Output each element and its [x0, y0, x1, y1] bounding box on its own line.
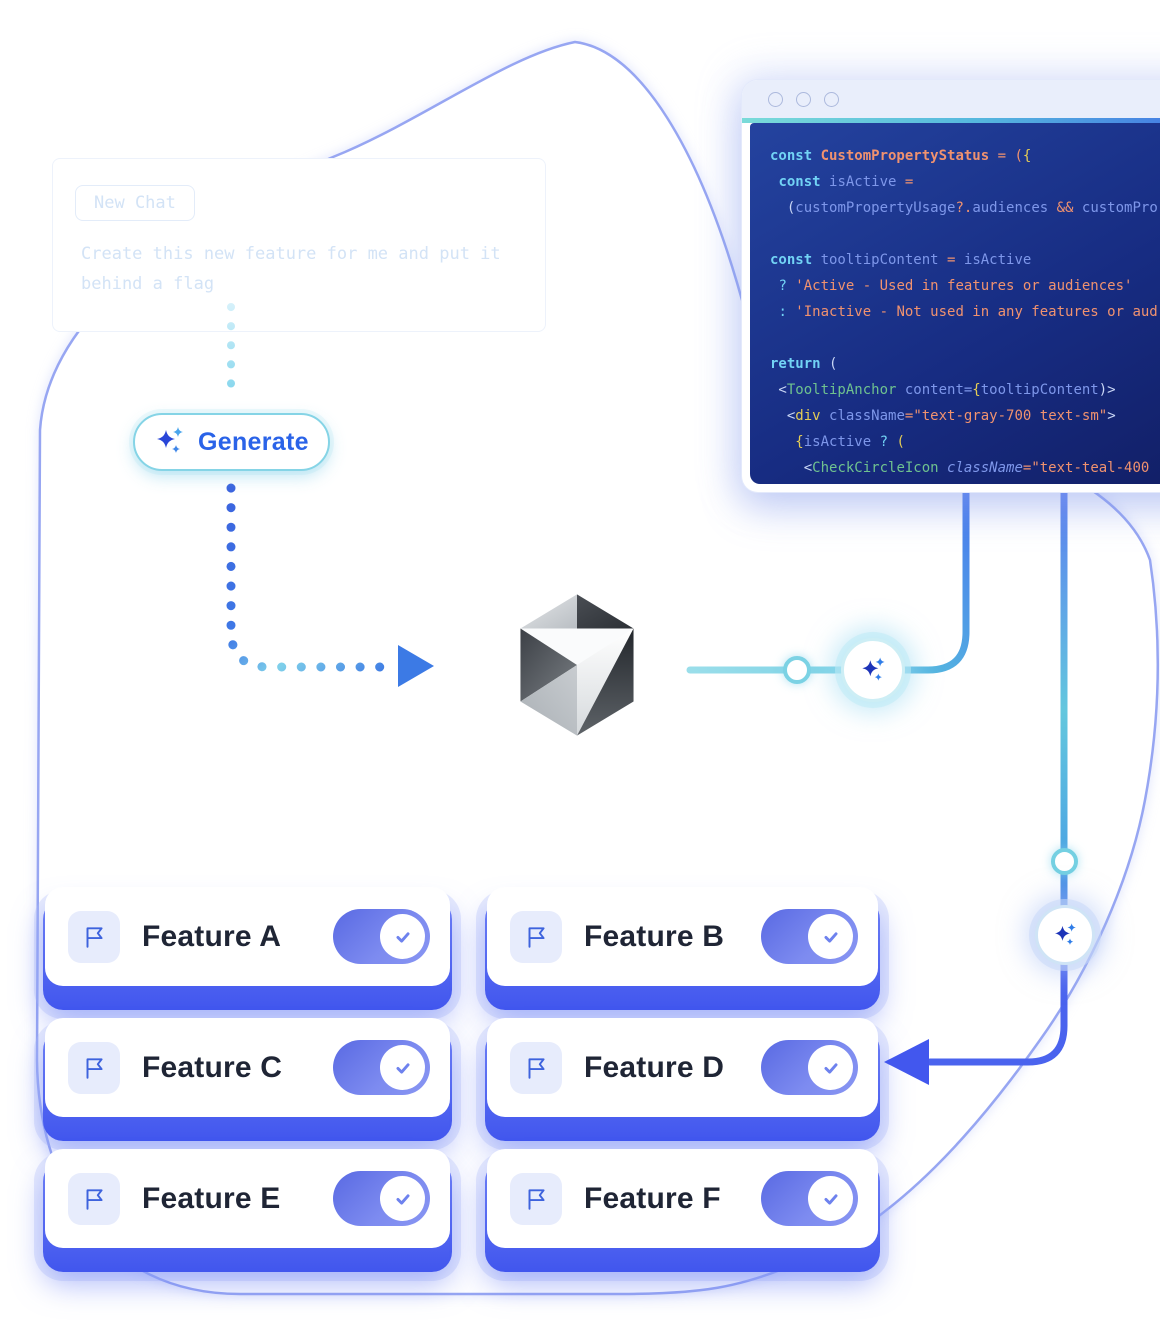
chat-prompt-line-2: behind a flag	[81, 274, 215, 294]
flag-icon	[528, 1188, 545, 1210]
window-accent-strip	[742, 118, 1160, 123]
code-line: const tooltipContent = isActive	[770, 252, 1032, 268]
arrow-to-cube	[398, 645, 434, 687]
code-line: const isActive =	[778, 174, 914, 190]
feature-card[interactable]: Feature F	[485, 1149, 880, 1272]
feature-toggle[interactable]	[333, 1040, 430, 1095]
feature-label: Feature E	[142, 1181, 281, 1215]
check-icon	[395, 931, 410, 943]
feature-toggle[interactable]	[761, 1040, 858, 1095]
code-line: : 'Inactive - Not used in any features o…	[778, 304, 1158, 320]
flag-icon-tile	[68, 910, 120, 963]
feature-toggle[interactable]	[761, 1171, 858, 1226]
toggle-knob	[808, 914, 853, 959]
feature-label: Feature B	[584, 919, 725, 953]
toggle-knob	[808, 1045, 853, 1090]
feature-toggle[interactable]	[333, 1171, 430, 1226]
check-icon	[823, 931, 838, 943]
generate-label: Generate	[198, 427, 309, 456]
flag-icon	[528, 926, 545, 948]
chat-panel: New Chat Create this new feature for me …	[52, 158, 546, 332]
flag-icon-tile	[68, 1041, 120, 1094]
flag-icon	[528, 1057, 545, 1079]
chat-prompt-line-1: Create this new feature for me and put i…	[81, 244, 501, 264]
feature-label: Feature D	[584, 1050, 725, 1084]
sparkles-icon	[862, 657, 885, 681]
feature-card[interactable]: Feature B	[485, 887, 880, 1010]
toggle-knob	[380, 1045, 425, 1090]
code-line: <div className="text-gray-700 text-sm">	[770, 408, 1116, 424]
connector-node	[1051, 848, 1078, 875]
code-line: <CheckCircleIcon className="text-teal-40…	[770, 460, 1150, 476]
feature-label: Feature C	[142, 1050, 283, 1084]
toggle-knob	[808, 1176, 853, 1221]
toggle-knob	[380, 914, 425, 959]
faceted-cube-logo	[520, 594, 634, 736]
check-icon	[395, 1062, 410, 1074]
code-line: <TooltipAnchor content={tooltipContent)>	[770, 382, 1116, 398]
feature-label: Feature A	[142, 919, 282, 953]
connector-node	[783, 656, 811, 684]
sparkles-icon	[157, 427, 183, 453]
check-icon	[395, 1193, 410, 1205]
code-editor-window: const CustomPropertyStatus = ({ const is…	[742, 80, 1160, 492]
code-line: const CustomPropertyStatus = ({	[770, 148, 1032, 164]
feature-card[interactable]: Feature A	[43, 887, 452, 1010]
feature-grid: Feature A Feature B	[43, 887, 880, 1272]
feature-card[interactable]: Feature D	[485, 1018, 880, 1141]
flag-icon-tile	[510, 1041, 562, 1094]
flag-icon-tile	[510, 1172, 562, 1225]
flag-icon-tile	[510, 910, 562, 963]
traffic-light-icon	[824, 91, 839, 107]
check-icon	[823, 1193, 838, 1205]
code-body: const CustomPropertyStatus = ({ const is…	[750, 123, 1160, 484]
flag-icon	[86, 1057, 103, 1079]
traffic-light-icon	[768, 91, 783, 107]
toggle-knob	[380, 1176, 425, 1221]
code-line: (customPropertyUsage?.audiences && custo…	[770, 200, 1158, 216]
code-line: return (	[770, 356, 838, 372]
traffic-light-icon	[796, 91, 811, 107]
check-icon	[823, 1062, 838, 1074]
feature-card[interactable]: Feature C	[43, 1018, 452, 1141]
feature-card[interactable]: Feature E	[43, 1149, 452, 1272]
sparkles-icon	[1055, 923, 1076, 945]
feature-label: Feature F	[584, 1181, 721, 1215]
ai-sparkle-badge	[841, 638, 905, 702]
window-titlebar	[742, 80, 1160, 118]
new-chat-chip: New Chat	[75, 185, 195, 221]
flag-icon	[86, 926, 103, 948]
ai-sparkle-badge	[1035, 905, 1095, 965]
feature-toggle[interactable]	[333, 909, 430, 964]
feature-toggle[interactable]	[761, 909, 858, 964]
generate-button[interactable]: Generate	[133, 413, 330, 471]
code-line: ? 'Active - Used in features or audience…	[778, 278, 1133, 294]
flag-icon-tile	[68, 1172, 120, 1225]
flag-icon	[86, 1188, 103, 1210]
code-line: {isActive ? (	[795, 434, 905, 450]
